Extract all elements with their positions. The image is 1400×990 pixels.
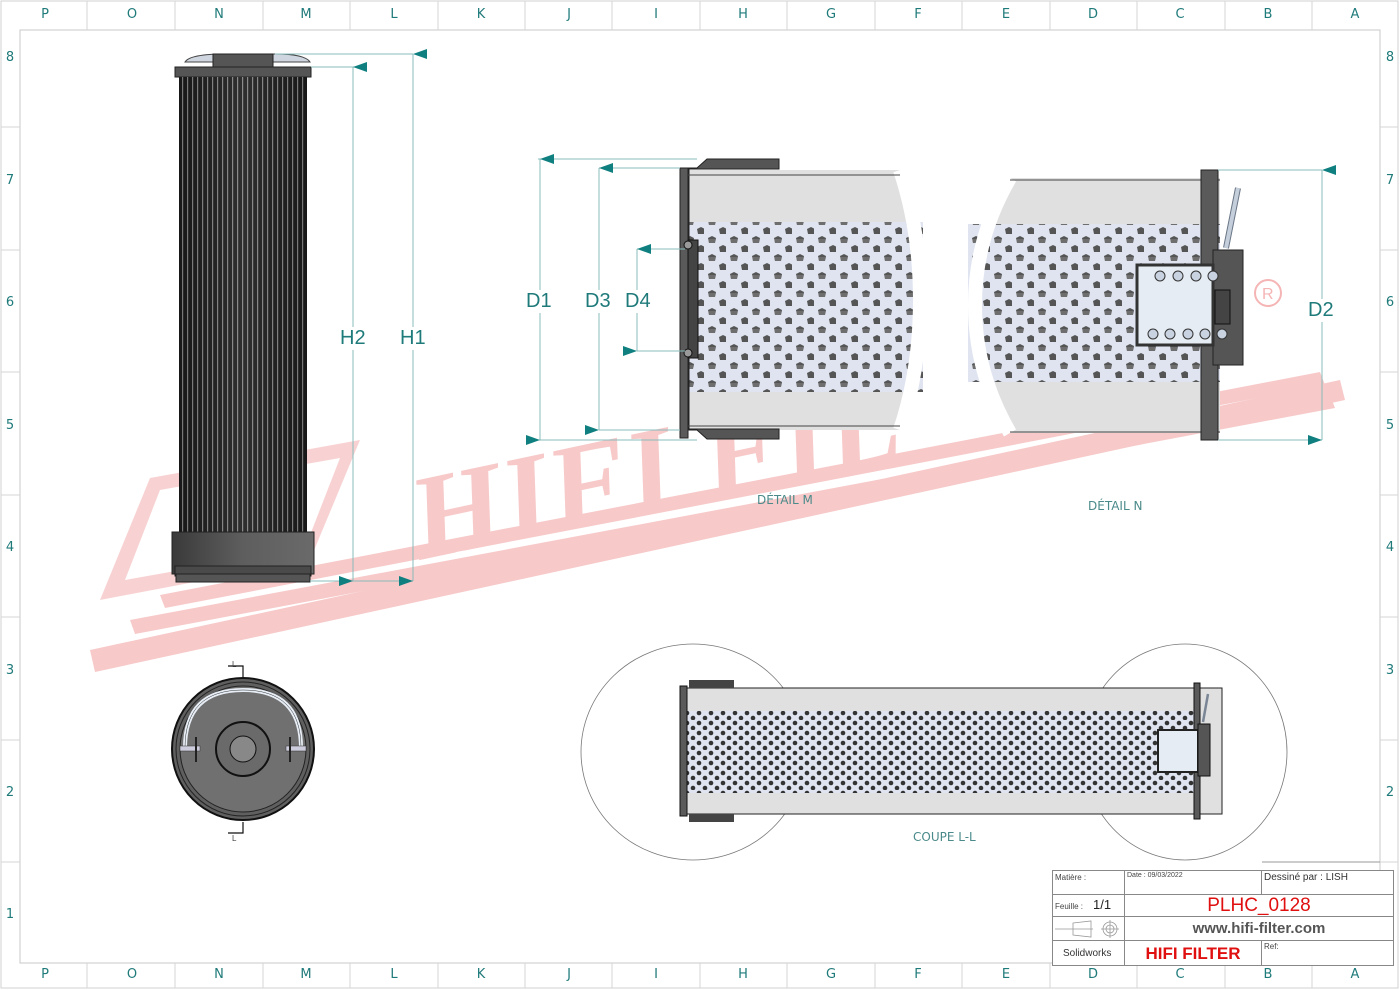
third-angle-projection-icon xyxy=(1055,920,1119,938)
row-label: 5 xyxy=(1385,418,1395,433)
row-label: 3 xyxy=(1385,663,1395,678)
sheet-label: Feuille : xyxy=(1055,902,1084,911)
row-label: 8 xyxy=(1385,50,1395,65)
row-label: 7 xyxy=(5,173,15,188)
row-label: 3 xyxy=(5,663,15,678)
dimension-h2: H2 xyxy=(340,327,366,350)
ref-label: Ref: xyxy=(1264,942,1279,951)
column-label: H xyxy=(738,7,748,22)
column-label: G xyxy=(825,7,837,22)
detail-n-view xyxy=(967,165,1336,445)
section-marker-top: L xyxy=(232,660,237,669)
column-label: I xyxy=(654,7,658,22)
column-label: N xyxy=(214,967,224,982)
material-label: Matière : xyxy=(1055,873,1087,882)
column-label: I xyxy=(654,967,658,982)
row-label: 6 xyxy=(5,295,15,310)
column-label: F xyxy=(914,967,922,982)
row-label: 4 xyxy=(5,540,15,555)
column-label: A xyxy=(1350,967,1360,982)
column-label: G xyxy=(825,967,837,982)
row-label: 1 xyxy=(5,907,15,922)
column-label: D xyxy=(1087,7,1098,22)
dimension-h1: H1 xyxy=(400,327,426,350)
row-label: 2 xyxy=(5,785,15,800)
dimension-d4: D4 xyxy=(625,290,651,313)
row-label: 5 xyxy=(5,418,15,433)
detail-n-caption: DÉTAIL N xyxy=(1088,499,1143,513)
title-block: Matière : Date : 09/03/2022 Dessiné par … xyxy=(1052,870,1394,966)
row-label: 7 xyxy=(1385,173,1395,188)
dimension-d1: D1 xyxy=(526,290,552,313)
column-label: F xyxy=(914,7,922,22)
column-label: O xyxy=(126,967,138,982)
column-label: P xyxy=(41,7,49,22)
column-label: K xyxy=(476,967,486,982)
column-label: M xyxy=(300,7,312,22)
row-label: 8 xyxy=(5,50,15,65)
detail-m-view xyxy=(526,154,928,445)
section-view xyxy=(580,643,1288,861)
end-view xyxy=(171,665,315,834)
column-label: L xyxy=(390,967,398,982)
detail-m-caption: DÉTAIL M xyxy=(757,493,813,507)
column-label: J xyxy=(567,967,571,982)
column-label: D xyxy=(1087,967,1098,982)
column-label: J xyxy=(567,7,571,22)
row-label: 6 xyxy=(1385,295,1395,310)
column-label: P xyxy=(41,967,49,982)
software-label: Solidworks xyxy=(1063,948,1112,959)
svg-text:R: R xyxy=(1262,286,1274,303)
section-marker-bottom: L xyxy=(232,834,237,843)
website-url[interactable]: www.hifi-filter.com xyxy=(1125,917,1393,941)
sheet-value: 1/1 xyxy=(1093,897,1112,912)
row-label: 2 xyxy=(1385,785,1395,800)
dimension-d3: D3 xyxy=(585,290,611,313)
column-label: B xyxy=(1263,7,1273,22)
column-label: O xyxy=(126,7,138,22)
date-label: Date : 09/03/2022 xyxy=(1127,872,1183,879)
column-label: A xyxy=(1350,7,1360,22)
dimension-d2: D2 xyxy=(1308,299,1334,322)
part-number: PLHC_0128 xyxy=(1125,895,1393,917)
brand-name: HIFI FILTER xyxy=(1125,941,1262,965)
column-label: C xyxy=(1175,967,1185,982)
front-view xyxy=(171,49,427,586)
column-label: H xyxy=(738,967,748,982)
column-label: E xyxy=(1001,7,1011,22)
drawn-by: Dessiné par : LISH xyxy=(1264,872,1348,883)
column-label: K xyxy=(476,7,486,22)
column-label: M xyxy=(300,967,312,982)
column-label: L xyxy=(390,7,398,22)
column-label: N xyxy=(214,7,224,22)
column-label: B xyxy=(1263,967,1273,982)
column-label: E xyxy=(1001,967,1011,982)
section-caption: COUPE L-L xyxy=(913,830,976,844)
row-label: 4 xyxy=(1385,540,1395,555)
column-label: C xyxy=(1175,7,1185,22)
